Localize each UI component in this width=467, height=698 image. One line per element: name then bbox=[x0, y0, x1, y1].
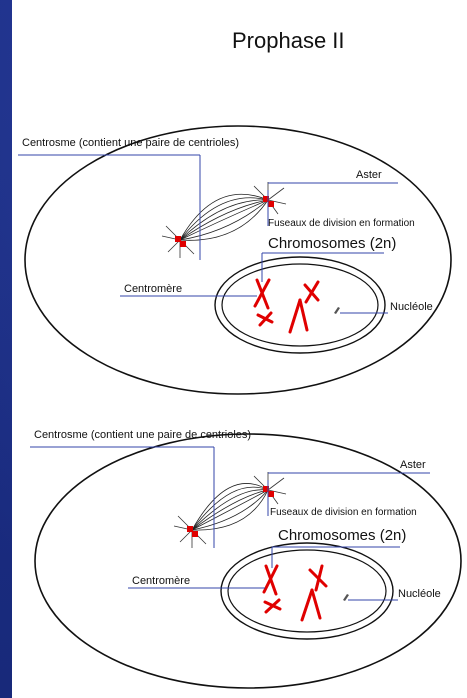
spindle-fibers bbox=[192, 483, 268, 530]
centrosome-label: Centrosme (contient une paire de centrio… bbox=[22, 137, 239, 149]
leader-lines bbox=[18, 155, 398, 313]
slide-title: Prophase II bbox=[232, 28, 345, 53]
nucleus-inner bbox=[228, 550, 386, 632]
aster-label: Aster bbox=[356, 169, 382, 181]
spindle-fibers bbox=[180, 194, 268, 240]
aster-label: Aster bbox=[400, 459, 426, 471]
centromere-label: Centromère bbox=[124, 283, 182, 295]
nucleolus-label: Nucléole bbox=[390, 301, 433, 313]
chromosomes bbox=[255, 280, 318, 332]
centromere-label: Centromère bbox=[132, 575, 190, 587]
cell-diagram-2: Centrosme (contient une paire de centrio… bbox=[30, 429, 461, 688]
cell-membrane bbox=[25, 126, 451, 394]
chromosomes bbox=[264, 566, 326, 620]
centrosome-label: Centrosme (contient une paire de centrio… bbox=[34, 429, 251, 441]
cell-diagram-1: Centrosme (contient une paire de centrio… bbox=[18, 126, 451, 394]
cell-membrane bbox=[35, 434, 461, 688]
leader-lines bbox=[30, 447, 430, 600]
nucleus-outer bbox=[221, 543, 393, 639]
spindle-label: Fuseaux de division en formation bbox=[268, 218, 415, 229]
spindle-label: Fuseaux de division en formation bbox=[270, 507, 417, 518]
chromosomes-label: Chromosomes (2n) bbox=[268, 235, 396, 252]
chromosomes-label: Chromosomes (2n) bbox=[278, 527, 406, 544]
nucleolus bbox=[334, 307, 340, 314]
nucleolus-label: Nucléole bbox=[398, 588, 441, 600]
